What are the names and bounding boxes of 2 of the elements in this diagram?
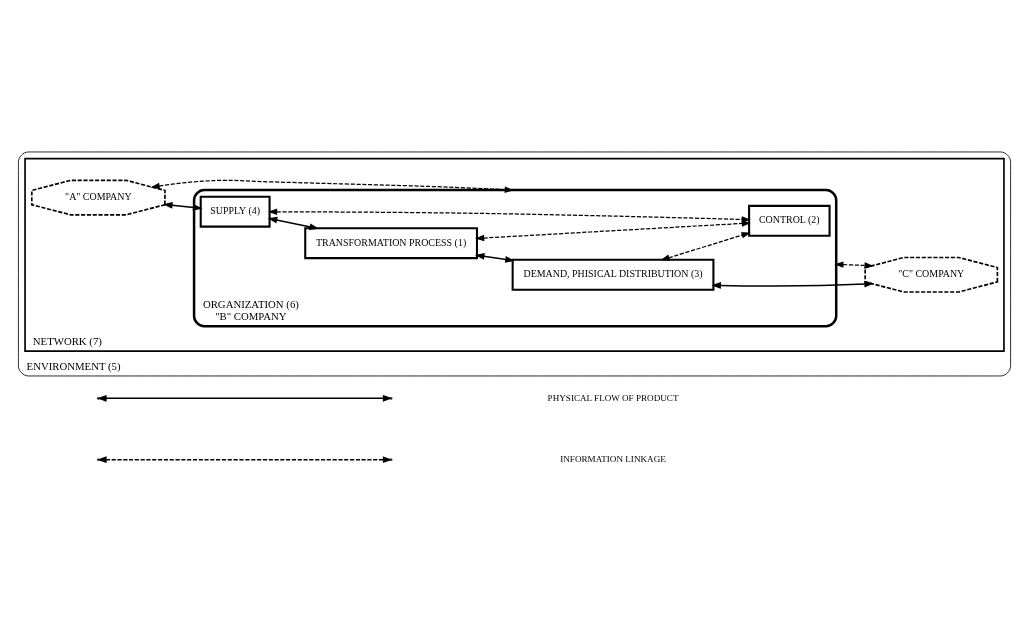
legend-label: INFORMATION LINKAGE xyxy=(560,453,666,464)
legend-label: PHYSICAL FLOW OF PRODUCT xyxy=(547,392,679,403)
